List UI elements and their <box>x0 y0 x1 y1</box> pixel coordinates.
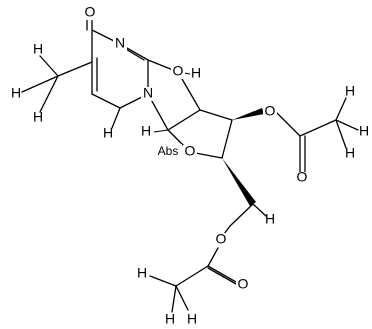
ring-nitrogen-bottom-label: N <box>143 85 153 101</box>
lower-acetoxy <box>149 158 267 313</box>
ch2-h: H <box>265 211 275 227</box>
acetyl-methyl-h-6: H <box>187 311 197 327</box>
methyl-h-top: H <box>33 41 43 57</box>
upper-carbonyl-oxygen-label: O <box>297 169 308 185</box>
acetyl-methyl-h-4: H <box>137 265 147 281</box>
methyl-h-bottom: H <box>33 109 43 125</box>
acetyl-methyl-h-5: H <box>165 311 175 327</box>
stereo-h-left: H <box>141 123 151 139</box>
pyrimidinone-ring <box>86 17 149 109</box>
ring-ch-h: H <box>103 125 113 141</box>
upper-acetoxy <box>232 97 359 173</box>
upper-ester-oxygen-label: O <box>265 103 276 119</box>
ring-methyl <box>21 55 121 129</box>
bridge-oxygen-label: O <box>173 63 184 79</box>
acetyl-methyl-h-2: H <box>359 123 369 139</box>
lower-ester-oxygen-label: O <box>216 231 227 247</box>
acetyl-methyl-h-1: H <box>345 83 355 99</box>
atom-labels: O N N O O O O O O Abs H H H H H H H H H … <box>11 4 369 327</box>
ring-nitrogen-top-label: N <box>115 35 125 51</box>
stereo-hydrogens <box>153 71 191 133</box>
carbonyl-oxygen-label: O <box>85 4 96 20</box>
stereo-h-right: H <box>191 65 201 81</box>
acetyl-methyl-h-3: H <box>345 145 355 161</box>
abs-label: Abs <box>158 144 179 158</box>
methyl-h-left: H <box>11 85 21 101</box>
lower-carbonyl-oxygen-label: O <box>238 276 249 292</box>
furanose-oxygen-label: O <box>185 143 196 159</box>
